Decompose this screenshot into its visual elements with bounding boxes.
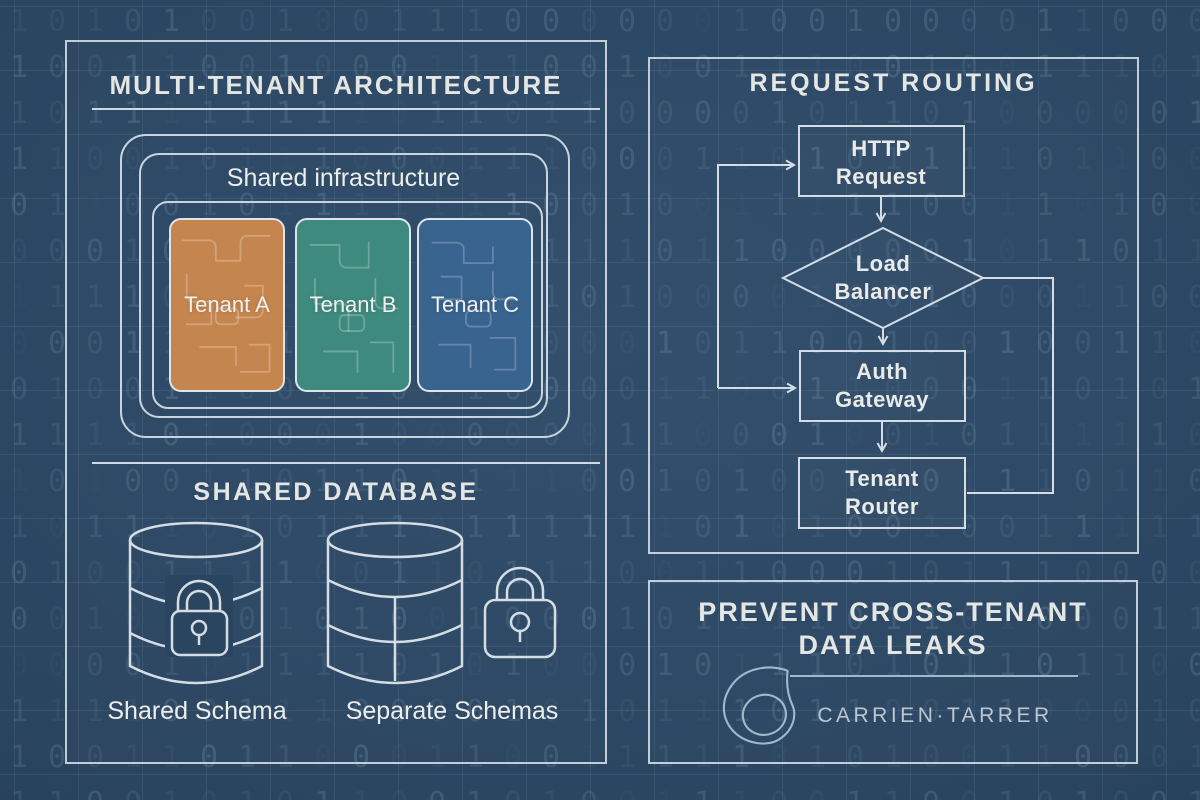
http-request-label-1: HTTP — [851, 136, 910, 161]
request-routing-title: REQUEST ROUTING — [749, 69, 1038, 97]
request-routing-flowchart: HTTP Request Load Balancer Auth Gateway … — [717, 125, 1054, 529]
circuit-texture-icon — [309, 241, 399, 373]
section-divider — [92, 462, 600, 464]
tenant-router-label-2: Router — [845, 494, 919, 519]
prevent-leaks-title-line2: DATA LEAKS — [798, 630, 988, 660]
partitioned-database-icon — [326, 521, 464, 685]
title-underline — [92, 108, 600, 110]
logo-rule — [790, 675, 1078, 677]
prevent-leaks-title-line1: PREVENT CROSS-TENANT — [698, 597, 1088, 627]
load-balancer-label-1: Load — [856, 251, 911, 276]
shared-infrastructure-label: Shared infrastructure — [226, 164, 461, 192]
shared-infrastructure-box: Shared infrastructure — [120, 134, 570, 438]
circuit-texture-icon — [181, 234, 271, 373]
database-icons — [128, 521, 557, 685]
auth-gateway-label-1: Auth — [856, 359, 908, 384]
auth-gateway-node — [799, 350, 966, 422]
tenant-container: Tenant A — [152, 201, 543, 409]
shared-schema-label: Shared Schema — [107, 697, 287, 725]
prevent-leaks-panel: PREVENT CROSS-TENANT DATA LEAKS CARRIEN·… — [648, 580, 1138, 764]
request-routing-panel: REQUEST ROUTING — [648, 57, 1139, 554]
load-balancer-label-2: Balancer — [835, 279, 932, 304]
http-request-node — [798, 125, 965, 197]
edge-left-feedback-to-http — [717, 159, 797, 388]
edge-tenantrouter-loop-to-loadbalancer — [967, 277, 1054, 494]
tenant-b-card: Tenant B — [295, 218, 411, 392]
brand-name: CARRIEN·TARRER — [817, 704, 1053, 727]
auth-gateway-label-2: Gateway — [835, 387, 929, 412]
swirl-comma-logo-icon — [722, 666, 796, 745]
tenant-c-card: Tenant C — [417, 218, 533, 392]
tenant-b-label: Tenant B — [309, 292, 397, 317]
page-title: MULTI-TENANT ARCHITECTURE — [109, 70, 563, 100]
separate-schemas-label: Separate Schemas — [345, 697, 559, 725]
circuit-texture-icon — [431, 241, 519, 371]
multi-tenant-architecture-panel: MULTI-TENANT ARCHITECTURE Shared infrast… — [65, 40, 607, 764]
tenant-router-label-1: Tenant — [845, 466, 919, 491]
tenant-router-node — [798, 457, 966, 529]
tenant-c-label: Tenant C — [430, 292, 520, 317]
load-balancer-node — [780, 226, 986, 330]
http-request-label-2: Request — [836, 164, 926, 189]
padlock-icon — [483, 566, 557, 659]
shared-infrastructure-inner-box: Shared infrastructure — [139, 153, 548, 418]
shared-database-title: SHARED DATABASE — [193, 478, 479, 506]
tenant-a-card: Tenant A — [169, 218, 285, 392]
lock-icon — [165, 575, 233, 657]
tenant-a-label: Tenant A — [184, 292, 270, 317]
prevent-leaks-title: PREVENT CROSS-TENANT DATA LEAKS — [650, 596, 1136, 662]
